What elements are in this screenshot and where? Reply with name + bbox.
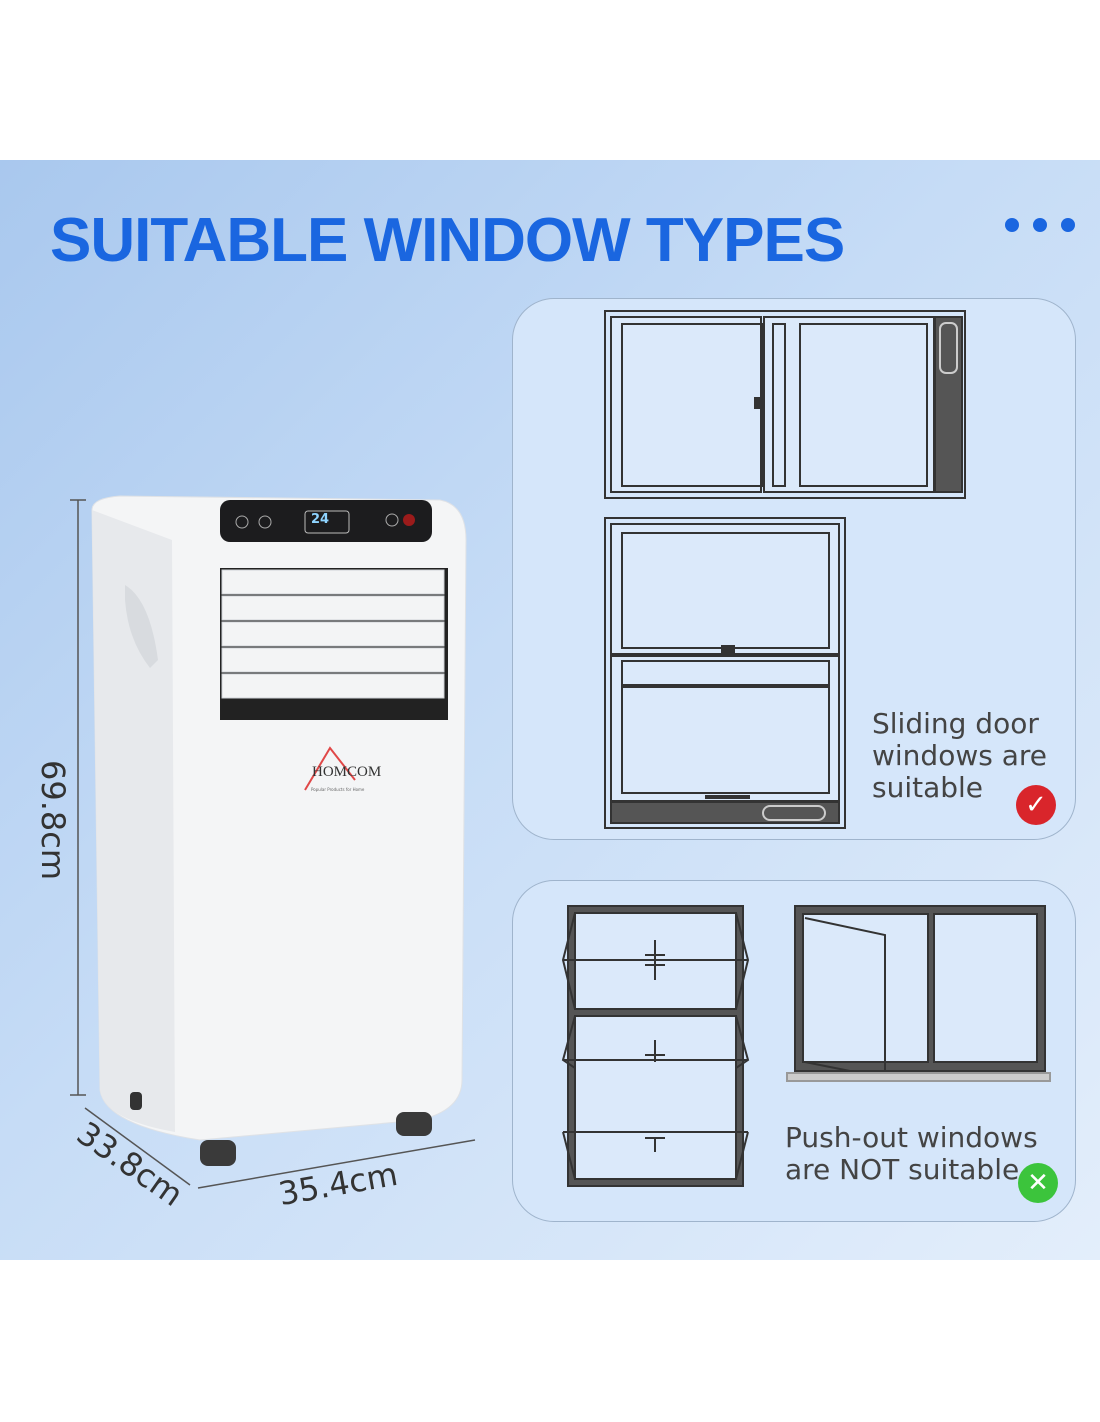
- text-line: are NOT suitable: [785, 1153, 1020, 1186]
- menu-dot-icon: [1033, 218, 1047, 232]
- brand-logo: HOMCOM: [312, 764, 382, 780]
- sliding-window-illustration: [604, 310, 966, 499]
- text-line: Push-out windows: [785, 1121, 1038, 1154]
- check-icon: ✓: [1016, 785, 1056, 825]
- cross-icon: ✕: [1018, 1163, 1058, 1203]
- text-line: suitable: [872, 771, 984, 804]
- dimension-lines: [70, 499, 476, 1189]
- height-dimension-label: 69.8cm: [34, 760, 72, 881]
- menu-dot-icon: [1005, 218, 1019, 232]
- display-readout: 24: [311, 512, 330, 527]
- menu-dot-icon: [1061, 218, 1075, 232]
- control-panel: [220, 500, 432, 542]
- page-title: SUITABLE WINDOW TYPES: [50, 206, 845, 275]
- text-line: windows are: [872, 739, 1047, 772]
- unsuitable-text: Push-out windows are NOT suitable: [785, 1122, 1038, 1186]
- text-line: Sliding door: [872, 707, 1039, 740]
- suitable-text: Sliding door windows are suitable: [872, 708, 1047, 804]
- air-conditioner-illustration: [91, 495, 467, 1166]
- casement-window-illustration: [786, 905, 1051, 1082]
- sash-window-illustration: [604, 517, 846, 829]
- push-out-window-illustration: [561, 905, 750, 1187]
- brand-tagline: Popular Products for Home: [311, 787, 365, 792]
